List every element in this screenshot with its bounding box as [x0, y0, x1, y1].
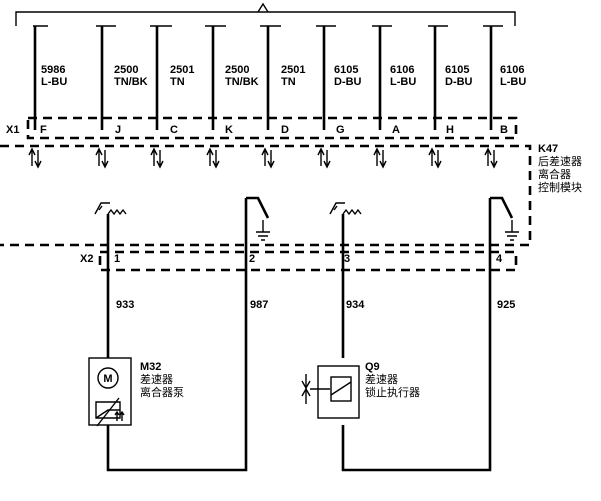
module-outline	[0, 144, 532, 247]
m32-line-1: 差速器	[140, 372, 173, 386]
x1-circuit-j: 2500	[114, 64, 138, 76]
bidirectional-arrow-icon	[206, 147, 220, 169]
x1-circuit-a: 6106	[390, 64, 414, 76]
bidirectional-arrow-icon	[317, 147, 331, 169]
lower-wires	[106, 258, 492, 472]
x1-pin-f: F	[40, 124, 47, 136]
m32-pump-symbol: M	[88, 357, 132, 427]
x2-pin-2: 2	[249, 253, 255, 265]
m32-line-2: 离合器泵	[140, 385, 184, 399]
x2-label: X2	[80, 253, 93, 265]
q9-id: Q9	[365, 361, 380, 373]
x1-pin-j: J	[115, 124, 121, 136]
x1-pin-c: C	[170, 124, 178, 136]
bidirectional-arrow-icon	[150, 147, 164, 169]
x1-color-d: TN	[281, 76, 296, 88]
x1-color-g: D-BU	[334, 76, 362, 88]
x1-pin-g: G	[336, 124, 345, 136]
module-name-line-1: 后差速器	[538, 154, 582, 168]
x1-circuit-c: 2501	[170, 64, 194, 76]
top-bracket	[15, 2, 516, 27]
x1-circuit-f: 5986	[41, 64, 65, 76]
x1-circuit-k: 2500	[225, 64, 249, 76]
x1-circuit-d: 2501	[281, 64, 305, 76]
x1-pin-d: D	[281, 124, 289, 136]
x1-color-f: L-BU	[41, 76, 67, 88]
x1-color-b: L-BU	[500, 76, 526, 88]
x1-pin-a: A	[392, 124, 400, 136]
x1-color-h: D-BU	[445, 76, 473, 88]
x1-color-c: TN	[170, 76, 185, 88]
bidirectional-arrow-icon	[28, 147, 42, 169]
x1-circuit-h: 6105	[445, 64, 469, 76]
x1-color-a: L-BU	[390, 76, 416, 88]
bidirectional-arrow-icon	[373, 147, 387, 169]
x1-color-k: TN/BK	[225, 76, 259, 88]
driver-symbol-pin-3	[329, 202, 362, 258]
module-name-line-3: 控制模块	[538, 180, 582, 194]
m32-id: M32	[140, 361, 161, 373]
x1-circuit-g: 6105	[334, 64, 358, 76]
x2-connector-outline	[98, 250, 518, 272]
bidirectional-arrow-icon	[484, 147, 498, 169]
bidirectional-arrow-icon	[428, 147, 442, 169]
x1-color-j: TN/BK	[114, 76, 148, 88]
x2-circuit-1: 933	[116, 299, 134, 311]
q9-line-2: 锁止执行器	[365, 385, 420, 399]
x2-pin-1: 1	[114, 253, 120, 265]
driver-symbol-pin-1	[94, 202, 127, 258]
module-id: K47	[538, 143, 558, 155]
x1-pin-b: B	[500, 124, 508, 136]
x2-circuit-3: 934	[346, 299, 365, 311]
bidirectional-arrows	[28, 147, 498, 169]
motor-m-icon: M	[103, 373, 112, 385]
q9-actuator-symbol	[301, 365, 360, 419]
q9-line-1: 差速器	[365, 372, 398, 386]
x2-pin-3: 3	[344, 253, 350, 265]
x2-circuit-2: 987	[250, 299, 268, 311]
module-name-line-2: 离合器	[538, 167, 571, 181]
top-wires	[33, 26, 493, 130]
x1-pin-k: K	[225, 124, 233, 136]
x1-pin-h: H	[446, 124, 454, 136]
bidirectional-arrow-icon	[95, 147, 109, 169]
x1-circuit-labels: 5986 L-BU 2500 TN/BK 2501 TN 2500 TN/BK …	[41, 64, 526, 88]
ground-switch-pin-2	[244, 196, 270, 258]
x1-circuit-b: 6106	[500, 64, 524, 76]
ground-switch-pin-4	[488, 196, 519, 258]
x1-label: X1	[6, 124, 19, 136]
bidirectional-arrow-icon	[261, 147, 275, 169]
x2-circuit-4: 925	[497, 299, 515, 311]
x1-pin-letters: F J C K D G A H B	[40, 124, 508, 136]
x2-pin-4: 4	[496, 253, 503, 265]
